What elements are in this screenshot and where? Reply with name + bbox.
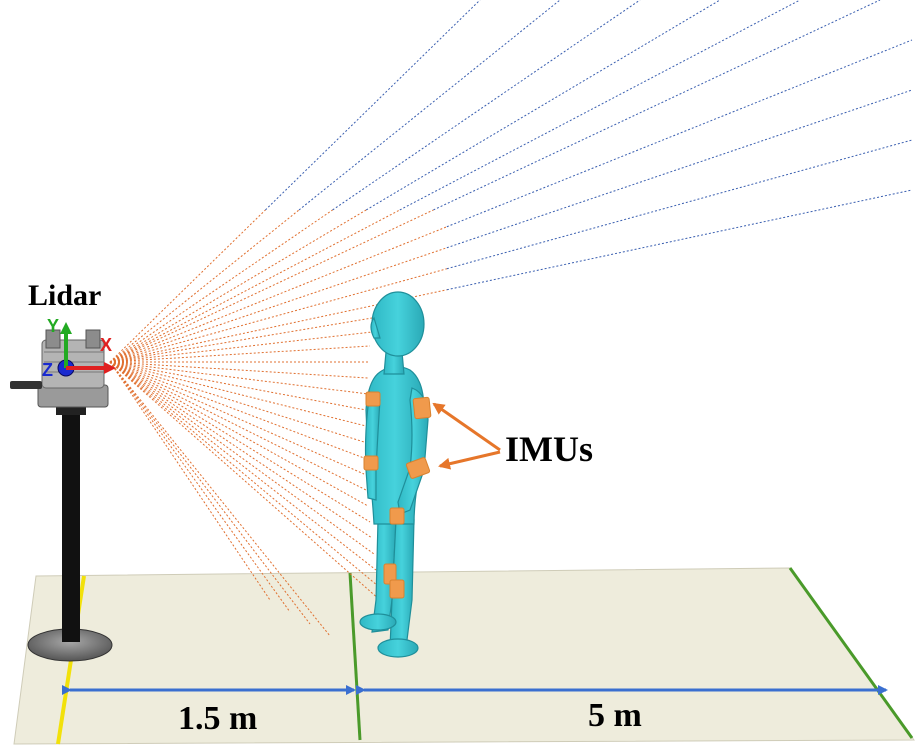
lidar-beam xyxy=(446,139,913,270)
lidar-device xyxy=(10,329,109,408)
lidar-beam xyxy=(109,209,434,363)
lidar-beam xyxy=(109,317,373,363)
lidar-beam xyxy=(399,0,801,211)
lidar-beam xyxy=(109,209,333,363)
lidar-beam xyxy=(109,361,367,411)
lidar-beam xyxy=(109,361,369,379)
lidar-beam xyxy=(109,361,371,523)
lidar-beam xyxy=(446,89,913,249)
lidar-beam xyxy=(109,361,369,507)
stand-pole xyxy=(62,410,80,642)
lidar-beam xyxy=(109,361,381,601)
lidar-beam xyxy=(298,0,561,211)
lidar-beam xyxy=(433,0,881,211)
lidar-beam xyxy=(109,361,311,625)
imu-sensor xyxy=(365,391,381,407)
imu-sensor xyxy=(389,579,405,599)
y-axis-label: Y xyxy=(47,316,60,336)
lidar-beam xyxy=(446,189,913,291)
lidar-beam xyxy=(109,361,377,571)
lidar-beam xyxy=(109,345,371,363)
lidar-beam xyxy=(365,0,721,211)
lidar-beam xyxy=(109,209,401,363)
lidar-beam xyxy=(109,209,300,363)
imu-sensor xyxy=(412,396,432,420)
imu-sensors xyxy=(363,391,432,599)
lidar-beam xyxy=(109,361,291,613)
green-line-far xyxy=(788,567,914,739)
lidar-beam xyxy=(109,247,448,363)
lidar-beams xyxy=(109,0,913,637)
lidar-beam xyxy=(332,0,641,211)
x-axis-head xyxy=(104,362,116,374)
lidar-beam xyxy=(109,209,367,363)
imus-label: IMUs xyxy=(505,429,593,469)
lidar-beam xyxy=(109,361,367,491)
imu-pointer-arrow xyxy=(438,450,501,470)
lidar-beam xyxy=(109,361,379,587)
lidar-beam xyxy=(109,361,365,459)
y-axis-head xyxy=(60,322,72,334)
imu-sensor xyxy=(405,457,431,479)
stand-cap xyxy=(56,405,86,415)
lidar-beam xyxy=(109,361,369,395)
lidar-beam xyxy=(109,361,271,601)
lidar-beam xyxy=(109,361,365,475)
lidar-beam xyxy=(446,39,913,228)
lidar-beam xyxy=(109,209,266,363)
lidar-beam xyxy=(109,289,447,363)
z-axis-label: Z xyxy=(42,360,53,380)
lidar-beam xyxy=(109,361,375,555)
imu-sensor xyxy=(363,455,379,471)
green-line-near xyxy=(348,572,362,741)
lidar-label: Lidar xyxy=(28,279,102,312)
floor-plane xyxy=(13,567,915,745)
distance-near-label: 1.5 m xyxy=(178,700,258,737)
imu-pointer-arrow xyxy=(432,402,501,452)
lidar-beam xyxy=(109,361,331,637)
lidar-beam xyxy=(109,226,448,363)
lidar-beam xyxy=(109,361,365,443)
imu-sensor xyxy=(389,507,405,525)
lidar-beam xyxy=(265,0,481,211)
x-axis-label: X xyxy=(100,335,113,355)
lidar-beam xyxy=(109,361,373,539)
lidar-beam xyxy=(109,331,373,363)
distance-far-label: 5 m xyxy=(588,697,642,734)
